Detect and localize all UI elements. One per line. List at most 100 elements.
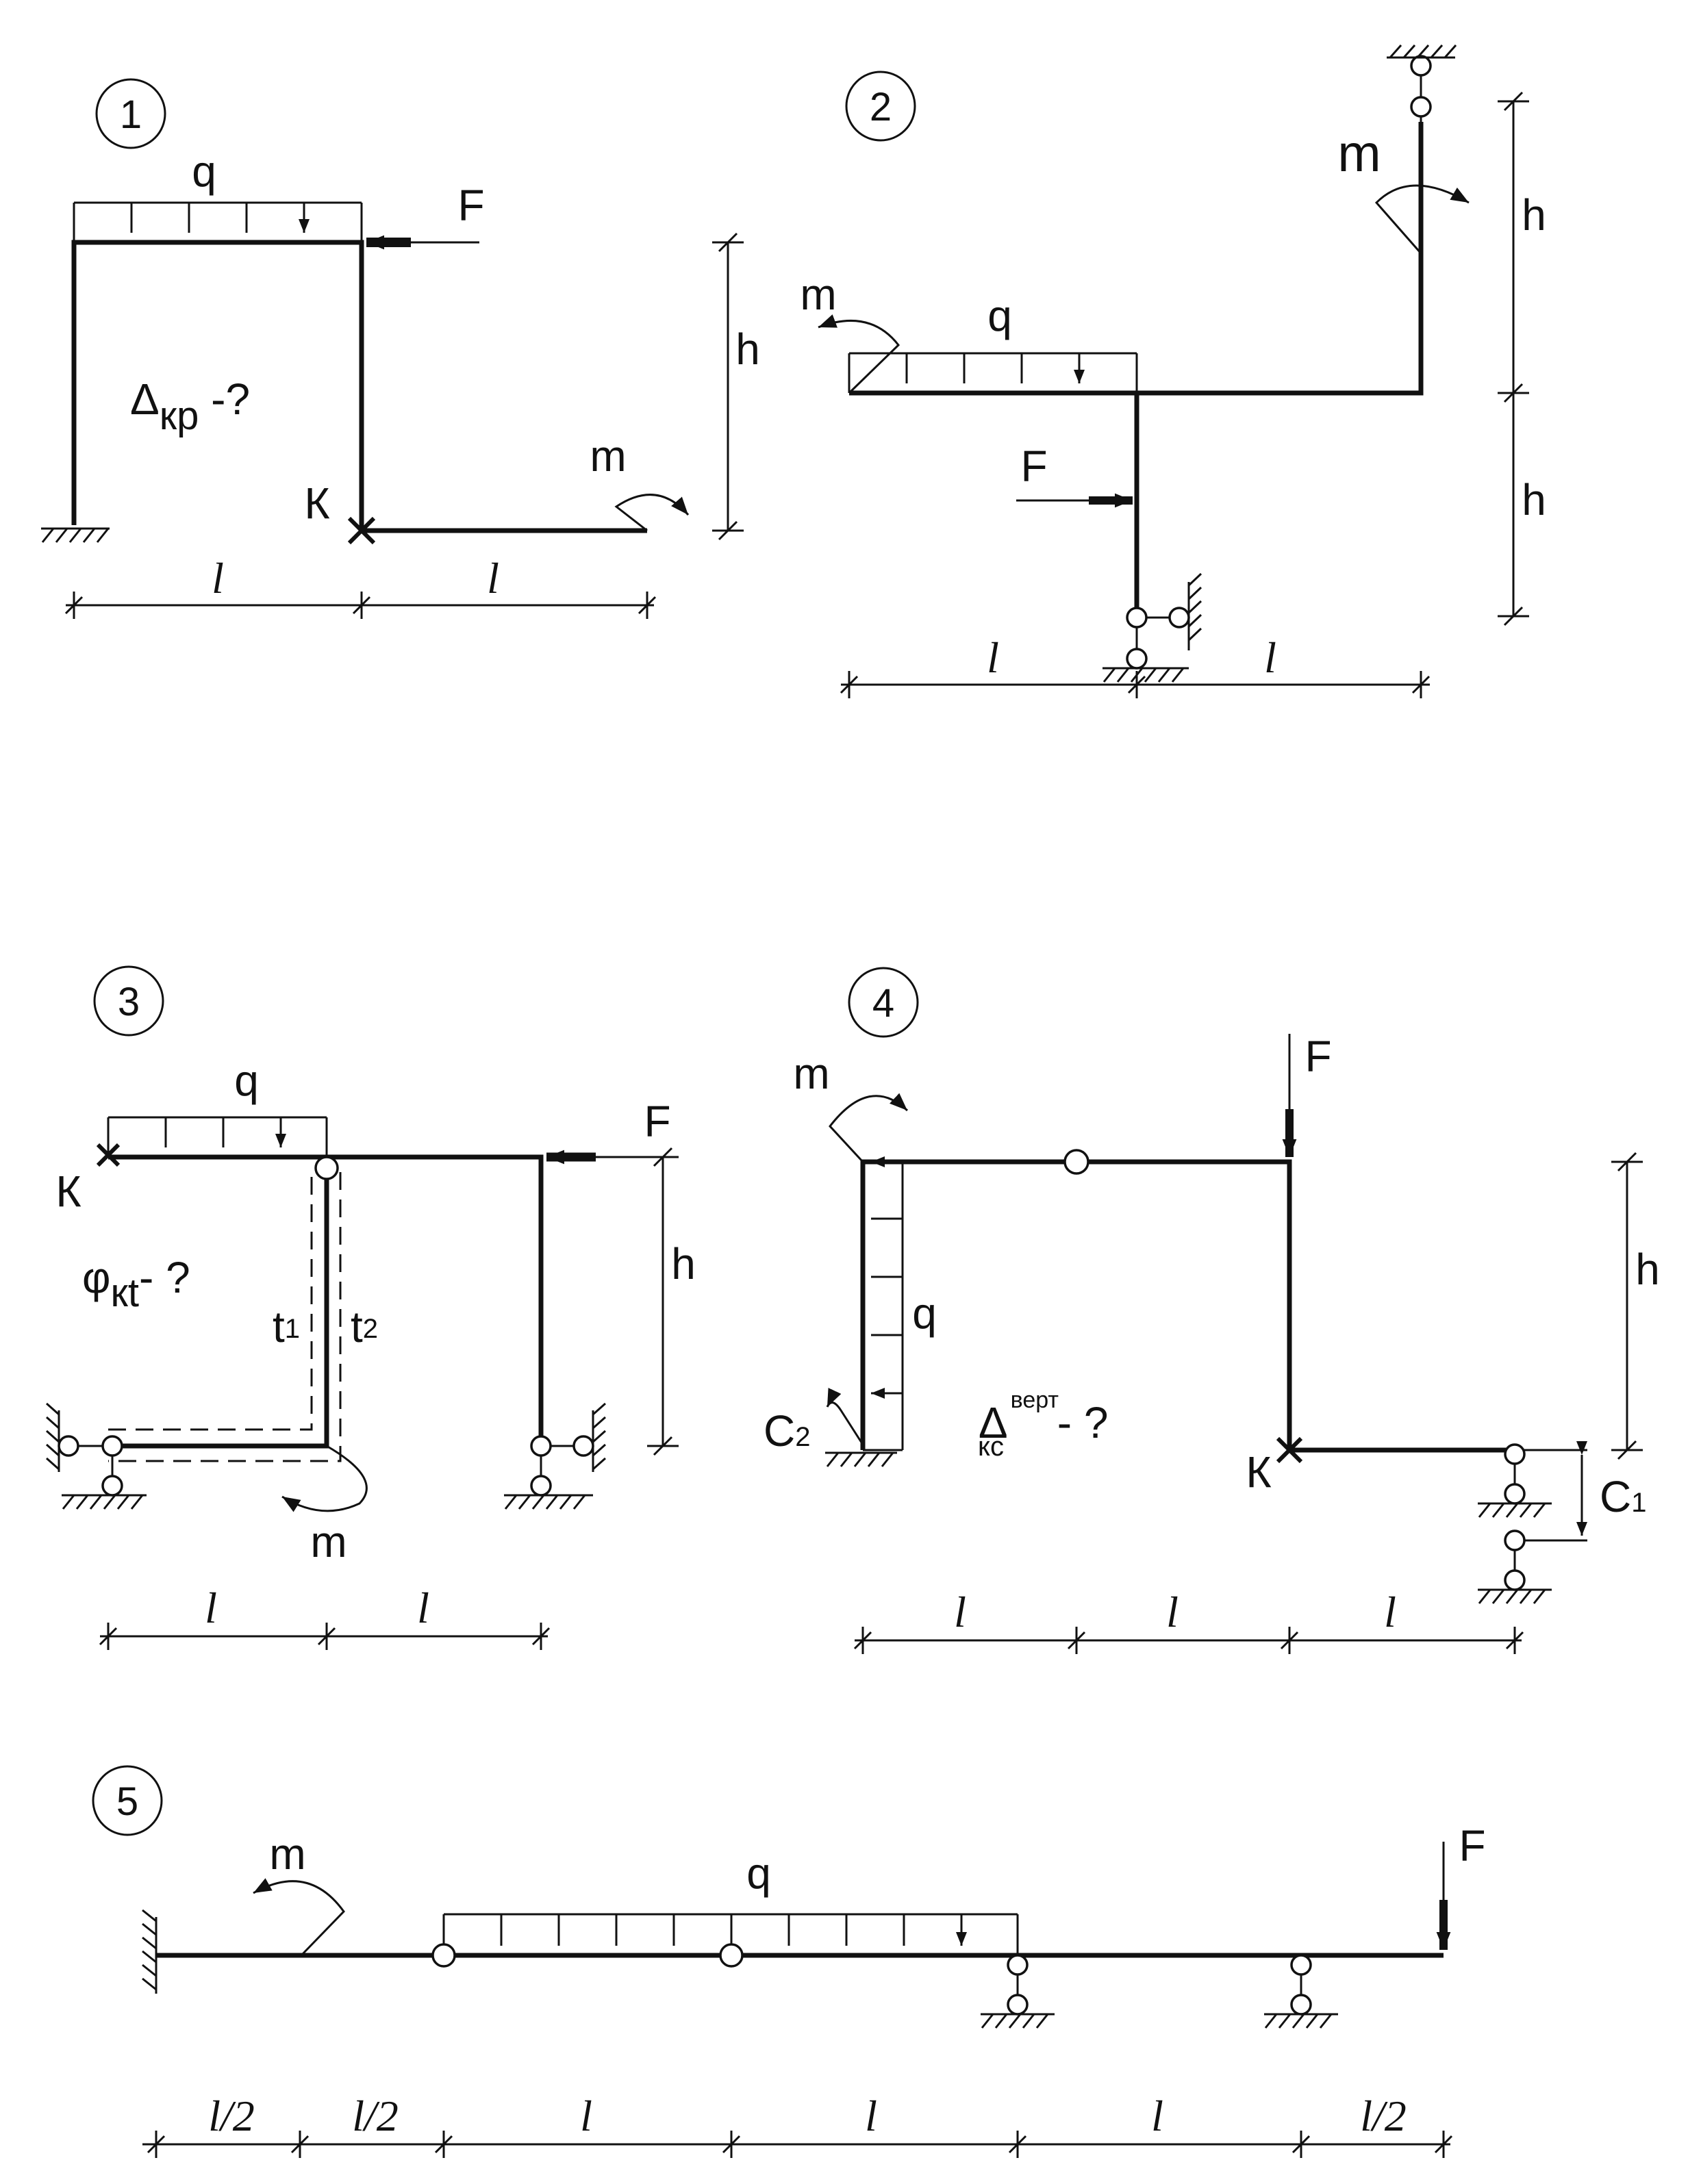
fixed-support — [142, 1909, 158, 1994]
problem-number: 5 — [116, 1779, 138, 1824]
dimension-l — [840, 671, 1431, 698]
frame-members — [860, 1159, 1515, 1453]
moment-m-right — [1374, 184, 1470, 254]
label-h-lower: h — [1522, 475, 1546, 524]
label-F: F — [644, 1097, 670, 1146]
dimension-h — [1498, 91, 1529, 626]
hinge-2 — [719, 1943, 744, 1968]
point-K-mark — [1276, 1436, 1303, 1464]
label-m-left: m — [800, 270, 836, 319]
label-l1: l — [205, 1584, 217, 1632]
roller-support-bottom — [1102, 572, 1202, 683]
label-m: m — [793, 1049, 829, 1098]
problem-number-circle — [95, 78, 166, 149]
label-h: h — [735, 325, 760, 374]
point-K-mark — [347, 516, 376, 545]
problem-2: 2 q — [800, 45, 1546, 698]
distributed-load-q — [442, 1913, 1019, 1954]
label-t1: t1 — [273, 1302, 300, 1351]
roller-support-2 — [1264, 1954, 1338, 2029]
dimension-l — [853, 1627, 1524, 1654]
dimension-h — [712, 232, 744, 541]
problem-number-circle — [93, 965, 164, 1037]
label-m: m — [310, 1517, 346, 1566]
problem-3: 3 — [46, 965, 696, 1650]
label-m: m — [590, 431, 626, 481]
label-K: К — [1246, 1447, 1271, 1497]
label-d3: l — [580, 2092, 592, 2140]
problem-number: 1 — [120, 92, 142, 137]
label-K: К — [304, 479, 329, 528]
frame-inner-leg — [116, 1164, 329, 1449]
hinge-mid — [1063, 1149, 1089, 1175]
dimension-l — [99, 1623, 551, 1650]
problem-5: 5 q — [92, 1765, 1486, 2158]
label-d4: l — [865, 2092, 877, 2140]
distributed-load-q — [863, 1156, 904, 1451]
pin-support-top — [1387, 45, 1457, 122]
dashed-fiber-t2 — [108, 1172, 342, 1462]
dimension-h — [647, 1147, 679, 1456]
roller-support-left — [46, 1402, 147, 1510]
fixed-support — [825, 1451, 897, 1467]
roller-support-1 — [981, 1954, 1055, 2029]
dashed-fiber-t1 — [108, 1172, 313, 1431]
moment-m — [281, 1445, 368, 1512]
label-d2: l/2 — [352, 2092, 399, 2140]
moment-m-left — [818, 314, 900, 394]
label-l3: l — [1384, 1588, 1396, 1636]
label-l2: l — [417, 1584, 429, 1632]
problem-number: 4 — [872, 981, 894, 1026]
label-h: h — [671, 1239, 696, 1288]
label-l2: l — [487, 554, 499, 602]
distributed-load-q — [73, 201, 363, 242]
label-t2: t2 — [351, 1302, 378, 1351]
point-K-mark — [96, 1143, 121, 1167]
problem-number: 2 — [870, 85, 892, 129]
rotation-C2-arrow — [826, 1388, 864, 1445]
frame-members — [71, 240, 647, 533]
moment-m — [614, 494, 690, 532]
label-C1: C1 — [1600, 1472, 1646, 1521]
label-l1: l — [954, 1588, 966, 1636]
label-h-upper: h — [1522, 190, 1546, 240]
frame-members — [849, 122, 1424, 396]
moment-m — [253, 1878, 345, 1957]
problem-number-circle — [845, 71, 916, 142]
label-F: F — [1020, 442, 1047, 491]
label-q: q — [746, 1849, 771, 1898]
label-q: q — [234, 1056, 259, 1105]
problem-number-circle — [92, 1765, 163, 1836]
question: φкt- ? — [82, 1253, 190, 1315]
label-q: q — [912, 1288, 937, 1338]
label-q: q — [192, 147, 216, 196]
label-F: F — [1459, 1821, 1485, 1870]
label-m: m — [269, 1829, 305, 1879]
label-C2: C2 — [764, 1406, 810, 1456]
label-m-right: m — [1337, 125, 1381, 183]
label-l2: l — [1166, 1588, 1179, 1636]
frame-top-and-right — [108, 1154, 544, 1441]
label-l1: l — [212, 554, 224, 602]
distributed-load-q — [107, 1116, 328, 1157]
label-F: F — [457, 181, 484, 230]
dimension-l — [64, 592, 657, 619]
hinge-top — [314, 1156, 339, 1180]
label-l2: l — [1264, 633, 1276, 682]
label-l1: l — [987, 633, 999, 682]
dimension-h — [1611, 1152, 1643, 1460]
label-K: К — [55, 1167, 81, 1216]
label-q: q — [987, 291, 1012, 340]
roller-support-right — [504, 1402, 606, 1510]
label-d1: l/2 — [208, 2092, 255, 2140]
question: Δкр -? — [130, 374, 250, 438]
problem-1: 1 q F m К Δкр -? — [41, 78, 760, 619]
problem-number-circle — [848, 967, 919, 1038]
hinge-1 — [431, 1943, 456, 1968]
label-F: F — [1305, 1032, 1331, 1081]
fixed-support — [41, 527, 110, 543]
roller-support-right — [1478, 1441, 1587, 1604]
